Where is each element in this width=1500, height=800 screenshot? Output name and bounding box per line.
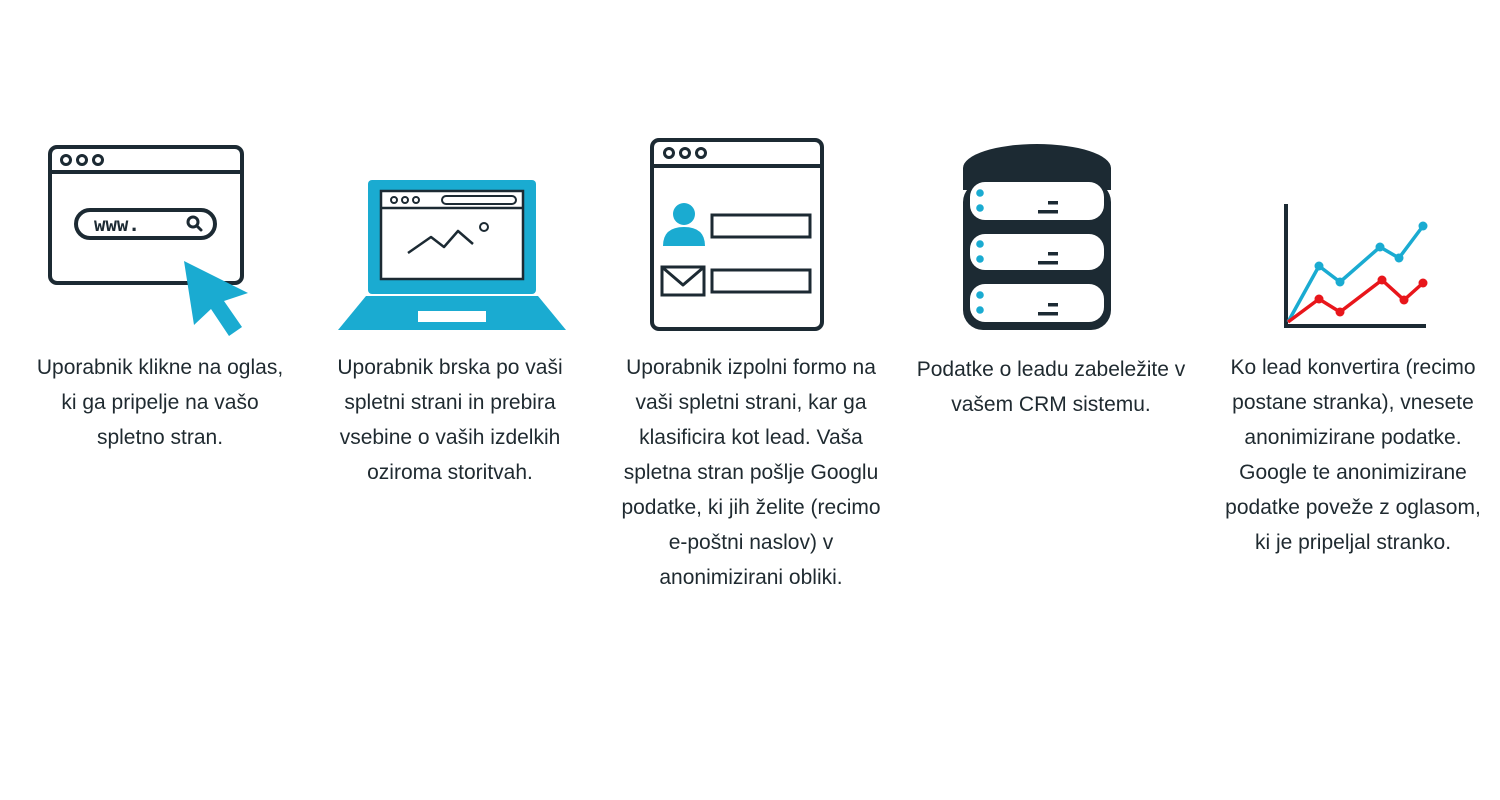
step-1-caption: Uporabnik klikne na oglas, ki ga pripelj… <box>36 356 284 449</box>
line-chart-icon <box>1284 204 1428 328</box>
step-5-caption: Ko lead konvertira (recimo postane stran… <box>1225 356 1481 554</box>
url-text: www. <box>94 214 140 236</box>
web-form-icon <box>650 138 824 331</box>
laptop-icon <box>338 180 566 330</box>
step-2-caption: Uporabnik brska po vaši spletni strani i… <box>337 356 563 484</box>
step-4-caption: Podatke o leadu zabeležite v vašem CRM s… <box>916 358 1186 416</box>
database-icon <box>963 144 1111 330</box>
browser-click-icon: www. <box>48 145 248 336</box>
step-3-caption: Uporabnik izpolni formo na vaši spletni … <box>621 356 881 589</box>
